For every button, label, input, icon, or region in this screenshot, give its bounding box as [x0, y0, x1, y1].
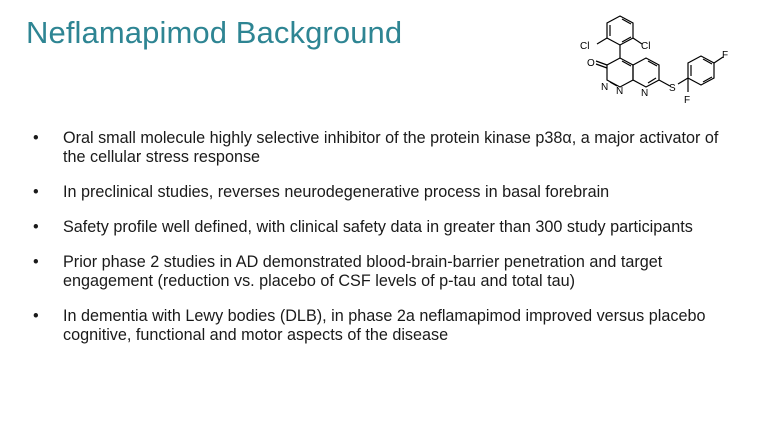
- bullet-text: Prior phase 2 studies in AD demonstrated…: [63, 253, 663, 290]
- bullet-item: • Safety profile well defined, with clin…: [33, 218, 733, 237]
- bullet-glyph: •: [33, 307, 39, 325]
- bullet-glyph: •: [33, 183, 39, 201]
- atom-n-2: N: [616, 86, 623, 97]
- bullet-text: Safety profile well defined, with clinic…: [63, 218, 693, 236]
- bullet-item: • In dementia with Lewy bodies (DLB), in…: [33, 307, 733, 345]
- bullet-text: In preclinical studies, reverses neurode…: [63, 183, 610, 201]
- atom-n-1: N: [601, 82, 608, 93]
- bullet-list: • Oral small molecule highly selective i…: [33, 129, 733, 361]
- bullet-text: In dementia with Lewy bodies (DLB), in p…: [63, 307, 706, 344]
- bullet-glyph: •: [33, 129, 39, 147]
- atom-cl-left: Cl: [580, 41, 589, 52]
- molecule-atom-labels: Cl Cl O N N N S F F: [580, 41, 728, 106]
- bullet-item: • Oral small molecule highly selective i…: [33, 129, 733, 167]
- bullet-glyph: •: [33, 218, 39, 236]
- atom-n-3: N: [641, 88, 648, 99]
- atom-sulfur: S: [669, 83, 676, 94]
- molecule-bonds: [595, 15, 724, 92]
- bullet-item: • Prior phase 2 studies in AD demonstrat…: [33, 253, 733, 291]
- neflamapimod-structure-diagram: Cl Cl O N N N S F F: [580, 15, 728, 106]
- bullet-glyph: •: [33, 253, 39, 271]
- atom-f-bottom: F: [684, 95, 690, 106]
- atom-f-top: F: [722, 50, 728, 61]
- atom-oxygen: O: [587, 58, 595, 69]
- bullet-text: Oral small molecule highly selective inh…: [63, 129, 719, 166]
- slide-title: Neflamapimod Background: [26, 15, 403, 50]
- bullet-item: • In preclinical studies, reverses neuro…: [33, 183, 733, 202]
- atom-cl-right: Cl: [641, 41, 650, 52]
